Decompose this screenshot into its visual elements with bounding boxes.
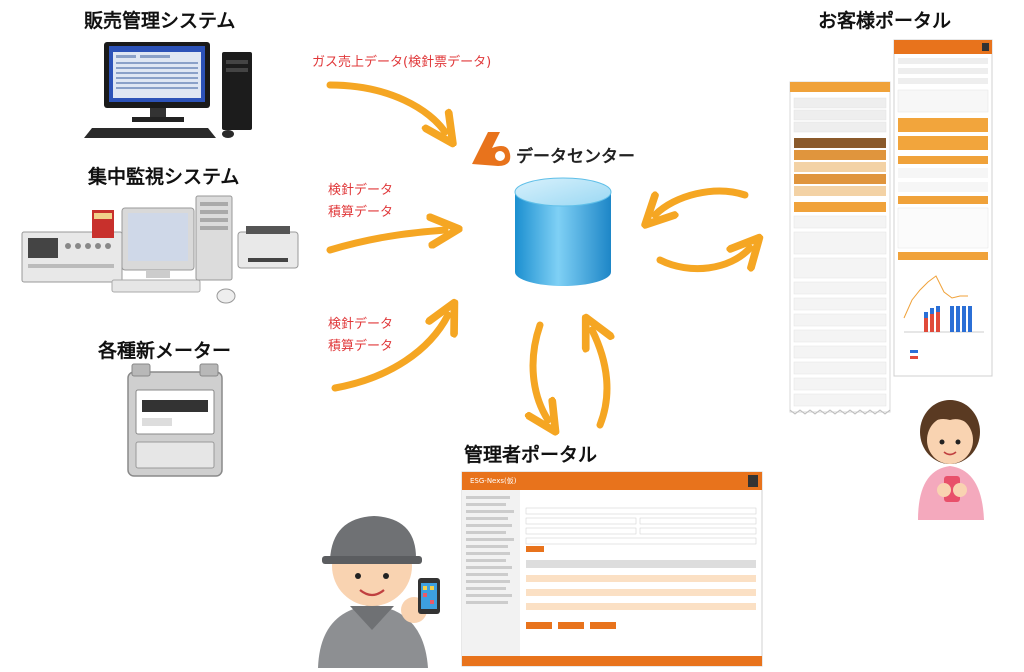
- flow-label-line: ガス売上データ(検針票データ): [312, 55, 492, 70]
- database-icon: [514, 177, 612, 286]
- worker-illustration: [318, 516, 440, 668]
- arrow-customer-to-dc: [655, 187, 749, 215]
- monitoring-system-title: 集中監視システム: [88, 166, 240, 188]
- customer-portal-title: お客様ポータル: [818, 10, 952, 32]
- flow-label-line: 積算データ: [328, 205, 394, 220]
- customer-portal-screen-back: [789, 81, 891, 415]
- arrow-meter-to-dc: [331, 315, 448, 392]
- flow-label-meter: 検針データ 積算データ: [328, 314, 393, 358]
- admin-portal-screen: [461, 471, 763, 667]
- gas-meter-illustration: [127, 363, 223, 477]
- customer-portal-screen-front: [893, 39, 993, 377]
- sales-system-title: 販売管理システム: [84, 10, 236, 32]
- flow-label-line: 積算データ: [328, 339, 394, 354]
- customer-girl-illustration: [918, 400, 984, 520]
- monitoring-equipment-illustration: [21, 195, 299, 304]
- arrow-admin-to-dc: [592, 330, 607, 429]
- admin-portal-title: 管理者ポータル: [464, 444, 598, 466]
- arrow-sales-to-dc: [326, 81, 445, 132]
- data-center-logo: [472, 132, 511, 166]
- arrow-dc-to-admin: [533, 321, 548, 420]
- admin-portal-header-text: ESG-Nexs(仮): [470, 477, 517, 485]
- arrow-dc-to-customer: [656, 248, 750, 273]
- customer-portal-chart: [903, 275, 984, 359]
- arrow-monitoring-to-dc: [326, 230, 445, 254]
- meter-title: 各種新メーター: [98, 340, 232, 362]
- sales-pc-illustration: [84, 42, 252, 138]
- data-center-title: データセンター: [516, 147, 635, 167]
- flow-label-line: 検針データ: [328, 183, 394, 198]
- flow-label-line: 検針データ: [328, 317, 394, 332]
- flow-label-monitoring: 検針データ 積算データ: [328, 180, 393, 224]
- flow-label-sales: ガス売上データ(検針票データ): [312, 52, 491, 74]
